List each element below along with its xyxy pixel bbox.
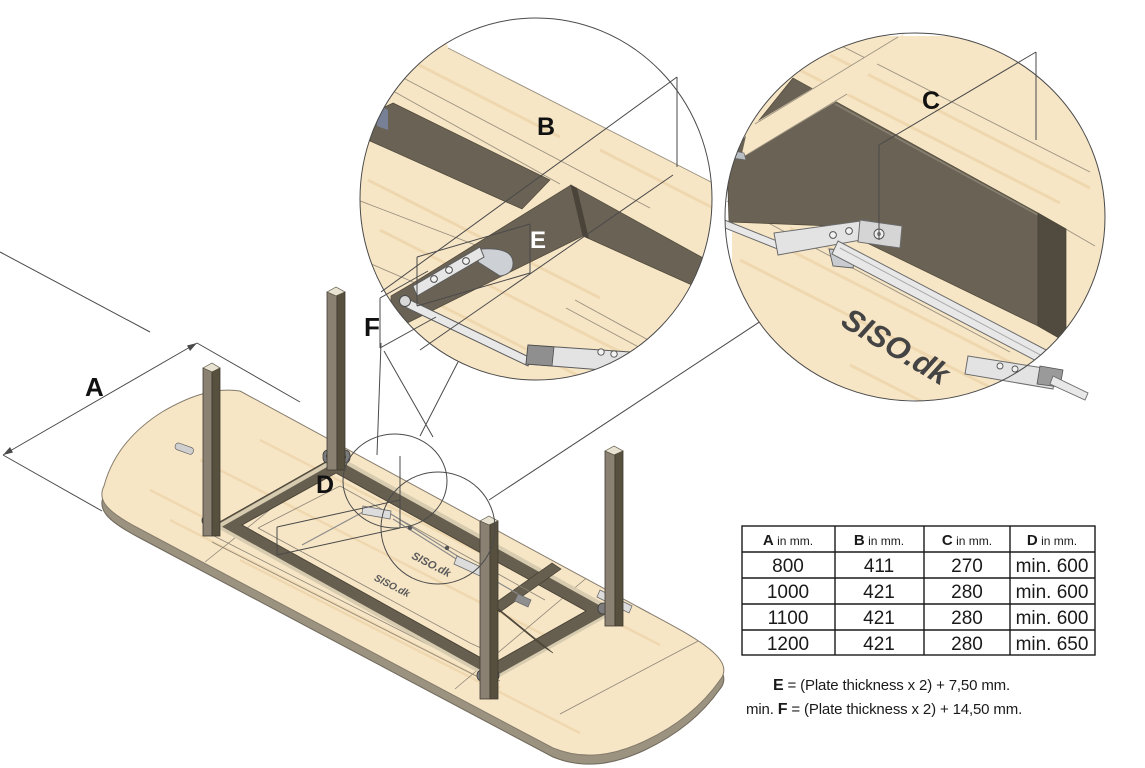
svg-text:min. 600: min. 600 xyxy=(1016,582,1089,603)
svg-text:C in mm.: C in mm. xyxy=(942,532,992,549)
svg-text:280: 280 xyxy=(951,582,983,603)
svg-text:E: E xyxy=(530,227,546,254)
svg-text:min. 600: min. 600 xyxy=(1016,556,1089,577)
svg-text:min. 650: min. 650 xyxy=(1016,634,1089,655)
svg-text:1200: 1200 xyxy=(767,634,809,655)
svg-text:A in mm.: A in mm. xyxy=(763,532,813,549)
svg-text:A: A xyxy=(85,372,104,402)
svg-text:1000: 1000 xyxy=(767,582,809,603)
svg-text:D in mm.: D in mm. xyxy=(1027,532,1077,549)
svg-text:411: 411 xyxy=(864,556,894,577)
svg-text:E = (Plate thickness x 2) + 7,: E = (Plate thickness x 2) + 7,50 mm. xyxy=(773,677,1010,694)
svg-text:421: 421 xyxy=(863,582,895,603)
svg-text:B in mm.: B in mm. xyxy=(854,532,904,549)
svg-text:421: 421 xyxy=(863,634,895,655)
svg-text:C: C xyxy=(922,87,940,115)
svg-text:min. F = (Plate thickness x 2): min. F = (Plate thickness x 2) + 14,50 m… xyxy=(746,701,1022,718)
svg-text:280: 280 xyxy=(951,634,983,655)
svg-text:1100: 1100 xyxy=(768,608,809,629)
svg-text:270: 270 xyxy=(951,556,983,577)
svg-text:D: D xyxy=(316,471,334,499)
svg-text:F: F xyxy=(364,312,380,342)
svg-text:B: B xyxy=(537,113,555,141)
svg-text:421: 421 xyxy=(863,608,895,629)
svg-text:800: 800 xyxy=(772,556,804,577)
svg-text:min. 600: min. 600 xyxy=(1016,608,1089,629)
svg-text:280: 280 xyxy=(951,608,983,629)
